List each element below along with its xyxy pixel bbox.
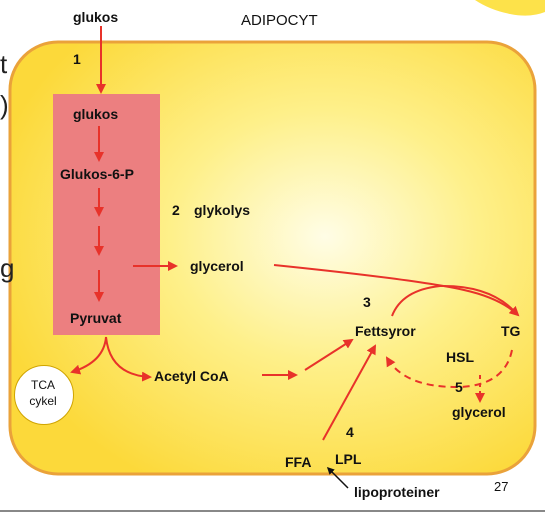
- step-5: 5: [455, 379, 463, 395]
- label-hsl: HSL: [446, 349, 474, 365]
- glycolysis-box: [53, 94, 160, 335]
- left-fragment-1: t: [0, 49, 8, 79]
- label-acetyl-coa: Acetyl CoA: [154, 368, 229, 384]
- left-fragment-2: ): [0, 90, 9, 120]
- label-glycerol: glycerol: [190, 258, 244, 274]
- decorative-blob: [475, 0, 545, 16]
- label-glukos-6-p: Glukos-6-P: [60, 166, 134, 182]
- arrow-hsl-dashed: [385, 349, 513, 389]
- label-lpl: LPL: [335, 451, 362, 467]
- step-1: 1: [73, 51, 81, 67]
- arrow-ffa-fettsyror: [322, 344, 376, 441]
- label-tg: TG: [501, 323, 521, 339]
- left-fragment-3: g: [0, 253, 15, 283]
- arrow-fettsyror-tg: [391, 284, 516, 317]
- step-2: 2: [172, 202, 180, 218]
- step-3: 3: [363, 294, 371, 310]
- arrow-acetyl-fettsyror: [304, 338, 354, 371]
- label-fettsyror: Fettsyror: [355, 323, 416, 339]
- arrow-lipoproteiner-ffa: [326, 466, 349, 489]
- label-ffa: FFA: [285, 454, 312, 470]
- label-tca: TCA: [31, 378, 55, 392]
- arrow-pyruvat-acetyl: [105, 336, 152, 382]
- bottom-divider: [0, 510, 545, 512]
- tca-cycle-circle: [14, 365, 74, 425]
- diagram-title: ADIPOCYT: [241, 12, 318, 29]
- page-number: 27: [494, 479, 509, 494]
- label-glukos-inside: glukos: [73, 106, 119, 122]
- label-glycerol-out: glycerol: [452, 404, 506, 420]
- label-pyruvat: Pyruvat: [70, 310, 122, 326]
- label-lipoproteiner: lipoproteiner: [354, 484, 440, 500]
- step-4: 4: [346, 424, 354, 440]
- label-glykolys: glykolys: [194, 202, 251, 218]
- arrow-pyruvat-tca: [70, 336, 107, 375]
- label-glukos-outside: glukos: [73, 9, 119, 25]
- label-cykel: cykel: [29, 394, 57, 408]
